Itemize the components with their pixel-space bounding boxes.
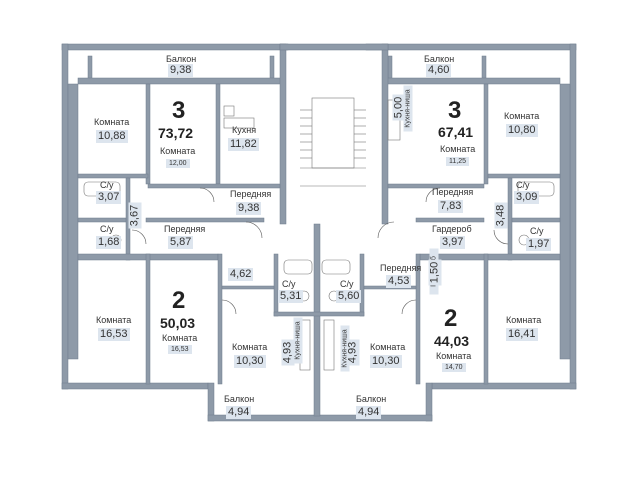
room-8-area: 16,53: [98, 328, 130, 341]
bathroom-3-label: С/у: [516, 180, 530, 190]
room-5-area: 7,83: [438, 200, 464, 213]
room-9-area: 10,30: [234, 355, 266, 368]
apartment-3-total: 50,03: [160, 315, 196, 331]
balcony-area-1: 9,38: [168, 64, 194, 77]
bathroom-4-area: 1,97: [526, 238, 552, 251]
room-11-label: Передняя: [380, 263, 422, 273]
apartment-4-room-label: Комната: [436, 351, 472, 361]
kitchen-niche-2-label: Кухня-ниша: [293, 317, 303, 364]
apartment-2-total: 67,41: [438, 124, 474, 140]
room-3-label: Передняя: [230, 189, 272, 199]
bathroom-1-area: 3,07: [96, 191, 122, 204]
room-2-label: Кухня: [232, 125, 257, 135]
walls: [61, 43, 577, 422]
room-12-area: 16,41: [506, 328, 538, 341]
apartment-4-rooms: 2: [444, 305, 458, 332]
room-12-label: Комната: [506, 315, 542, 325]
apartment-3-room-label: Комната: [162, 333, 198, 343]
balcony-area-4: 4,94: [356, 406, 382, 419]
kitchen-niche-3-area: 4,93: [346, 339, 360, 366]
room-4-area: 10,80: [506, 124, 538, 137]
apartment-4-total: 44,03: [434, 333, 470, 349]
balcony-label-1: Балкон: [166, 54, 197, 64]
bathroom-3-area: 3,09: [514, 191, 540, 204]
apartment-3-room-area: 16,53: [168, 345, 192, 354]
room-1-label: Комната: [94, 117, 130, 127]
room-10-label: Комната: [370, 342, 406, 352]
apartment-1-rooms: 3: [172, 97, 186, 124]
room-4-label: Комната: [504, 111, 540, 121]
room-14-area: 5,60: [336, 290, 362, 303]
apartment-1-room-label: Комната: [160, 146, 196, 156]
doors: [131, 187, 509, 315]
room-6-area: 3,97: [440, 236, 466, 249]
balcony-label-4: Балкон: [356, 394, 387, 404]
wardrobe-2-area: 1,50: [428, 259, 442, 286]
bath-size-left: 3,67: [128, 202, 142, 229]
apartment-1-total: 73,72: [158, 125, 194, 141]
bathroom-4-label: С/у: [530, 226, 544, 236]
room-14-label: С/у: [340, 279, 354, 289]
bathroom-2-label: С/у: [100, 224, 114, 234]
apartment-2-room-label: Комната: [440, 144, 476, 154]
apartment-2-room-area: 11,25: [446, 157, 469, 166]
room-8-label: Комната: [96, 315, 132, 325]
room-1-area: 10,88: [96, 130, 128, 143]
hall-area: 4,62: [228, 268, 254, 281]
bath-size-right: 3,48: [494, 202, 508, 229]
room-11-area: 4,53: [386, 275, 412, 288]
room-2-area: 11,82: [228, 138, 259, 151]
balcony-area-2: 4,60: [426, 64, 452, 77]
apartment-2-rooms: 3: [448, 97, 462, 124]
room-7-label: Передняя: [164, 224, 206, 234]
room-10-area: 10,30: [370, 355, 402, 368]
balcony-label-2: Балкон: [424, 54, 455, 64]
balcony-label-3: Балкон: [224, 394, 255, 404]
kitchen-niche-1-area: 5,00: [392, 94, 406, 121]
room-6-label: Гардероб: [432, 224, 472, 234]
apartment-4-room-area: 14,70: [442, 363, 466, 372]
apartment-1-room-area: 12,00: [166, 159, 190, 168]
bathroom-1-label: С/у: [100, 180, 114, 190]
balcony-area-3: 4,94: [226, 406, 252, 419]
room-3-area: 9,38: [236, 202, 262, 215]
kitchen-niche-2-area: 4,93: [281, 339, 295, 366]
bathroom-2-area: 1,68: [96, 236, 122, 249]
room-7-area: 5,87: [168, 236, 194, 249]
apartment-3-rooms: 2: [172, 287, 186, 314]
room-5-label: Передняя: [432, 187, 474, 197]
room-9-label: Комната: [232, 342, 268, 352]
room-13-area: 5,31: [278, 290, 304, 303]
room-13-label: С/у: [282, 279, 296, 289]
stairs: [300, 97, 366, 187]
